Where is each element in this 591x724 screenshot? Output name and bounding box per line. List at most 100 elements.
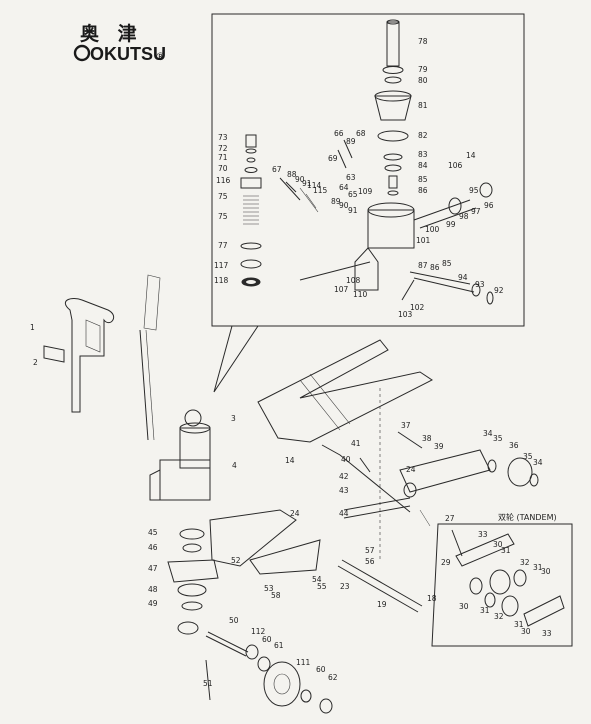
main-callout-33b: 33 (542, 629, 552, 638)
detail-callout-85b: 85 (442, 259, 452, 268)
detail-callout-100: 100 (425, 225, 440, 234)
detail-callout-101: 101 (416, 236, 431, 245)
main-callout-30b: 30 (541, 567, 551, 576)
main-callout-39: 39 (434, 442, 444, 451)
pump-unit (179, 427, 211, 469)
detail-callout-69: 69 (328, 154, 338, 163)
main-callout-51: 51 (203, 679, 213, 688)
main-callout-35a: 35 (493, 434, 503, 443)
main-callout-62: 62 (328, 673, 338, 682)
main-callout-46: 46 (148, 543, 158, 552)
detail-callout-14a: 14 (466, 151, 476, 160)
main-callout-2: 2 (33, 358, 38, 367)
detail-callout-92: 92 (494, 286, 504, 295)
main-callout-60b: 60 (316, 665, 326, 674)
detail-callout-66: 66 (334, 129, 344, 138)
detail-callout-84: 84 (418, 161, 428, 170)
main-callout-34a: 34 (483, 429, 493, 438)
main-callout-32a: 32 (520, 558, 530, 567)
main-callout-47: 47 (148, 564, 158, 573)
main-callout-24a: 24 (406, 465, 416, 474)
detail-callout-86: 86 (418, 186, 428, 195)
detail-callout-94: 94 (458, 273, 468, 282)
detail-callout-91b: 91 (348, 206, 358, 215)
main-callout-48: 48 (148, 585, 158, 594)
main-callout-53: 53 (264, 584, 274, 593)
tandem-label: 双轮 (TANDEM) (498, 512, 557, 522)
main-callout-42: 42 (339, 472, 349, 481)
pump-detail-parts (240, 19, 494, 305)
main-callout-30c: 30 (459, 602, 469, 611)
detail-callout-114: 114 (307, 181, 322, 190)
main-callout-27: 27 (445, 514, 455, 523)
detail-pointer (213, 325, 259, 393)
pump-detail-frame (211, 13, 525, 327)
detail-callout-72: 72 (218, 144, 228, 153)
logo-o-ring (73, 44, 91, 62)
detail-callout-63: 63 (346, 173, 356, 182)
detail-callout-89a: 89 (346, 137, 356, 146)
main-callout-43: 43 (339, 486, 349, 495)
detail-callout-75a: 75 (218, 192, 228, 201)
logo-registered-mark: ® (155, 50, 166, 63)
main-callout-19: 19 (377, 600, 387, 609)
main-assembly (43, 274, 573, 714)
main-callout-24b: 24 (290, 509, 300, 518)
main-callout-61: 61 (274, 641, 284, 650)
detail-callout-64: 64 (339, 183, 349, 192)
main-callout-38: 38 (422, 434, 432, 443)
detail-callout-86b: 86 (430, 263, 440, 272)
detail-callout-96: 96 (484, 201, 494, 210)
detail-callout-67: 67 (272, 165, 282, 174)
main-callout-52: 52 (231, 556, 241, 565)
detail-callout-90a: 90 (295, 175, 305, 184)
detail-callout-107: 107 (334, 285, 349, 294)
logo-brand-text: OKUTSU (90, 44, 166, 64)
main-callout-29: 29 (441, 558, 451, 567)
main-callout-18: 18 (427, 594, 437, 603)
detail-callout-80: 80 (418, 76, 428, 85)
detail-callout-97: 97 (471, 207, 481, 216)
detail-callout-103: 103 (398, 310, 413, 319)
main-callout-33a: 33 (478, 530, 488, 539)
main-callout-45: 45 (148, 528, 158, 537)
main-callouts: 1234144140373839343536353424424344244546… (30, 323, 552, 688)
main-callout-30a: 30 (493, 540, 503, 549)
detail-callout-82: 82 (418, 131, 428, 140)
main-callout-60a: 60 (262, 635, 272, 644)
brand-logo: 奥 津 OKUTSU ® (73, 22, 166, 64)
main-callout-49: 49 (148, 599, 158, 608)
detail-callouts: 7879808182838485867372717011675757711711… (214, 37, 504, 319)
main-callout-35b: 35 (523, 452, 533, 461)
detail-callout-116: 116 (216, 176, 231, 185)
detail-callout-68: 68 (356, 129, 366, 138)
detail-callout-91a: 91 (302, 179, 312, 188)
main-callout-37: 37 (401, 421, 411, 430)
handle-frame (64, 297, 115, 413)
detail-callout-106: 106 (448, 161, 463, 170)
detail-callout-118: 118 (214, 276, 229, 285)
detail-callout-75b: 75 (218, 212, 228, 221)
main-callout-111: 111 (296, 658, 311, 667)
main-callout-3: 3 (231, 414, 236, 423)
main-callout-23: 23 (340, 582, 350, 591)
main-callout-58: 58 (271, 591, 281, 600)
detail-callout-71: 71 (218, 153, 228, 162)
logo-chinese-text: 奥 津 (80, 22, 143, 45)
detail-callout-81: 81 (418, 101, 428, 110)
detail-callout-85: 85 (418, 175, 428, 184)
ball-3 (184, 409, 202, 427)
detail-callout-79: 79 (418, 65, 428, 74)
detail-callout-90b: 90 (339, 201, 349, 210)
main-callout-4: 4 (232, 461, 237, 470)
detail-callout-70: 70 (218, 164, 228, 173)
main-callout-40: 40 (341, 455, 351, 464)
detail-callout-99: 99 (446, 220, 456, 229)
detail-callout-87: 87 (418, 261, 428, 270)
main-callout-54: 54 (312, 575, 322, 584)
main-callout-31c: 31 (480, 606, 490, 615)
main-callout-32b: 32 (494, 612, 504, 621)
detail-callout-98: 98 (459, 212, 469, 221)
detail-callout-77: 77 (218, 241, 228, 250)
main-callout-50: 50 (229, 616, 239, 625)
